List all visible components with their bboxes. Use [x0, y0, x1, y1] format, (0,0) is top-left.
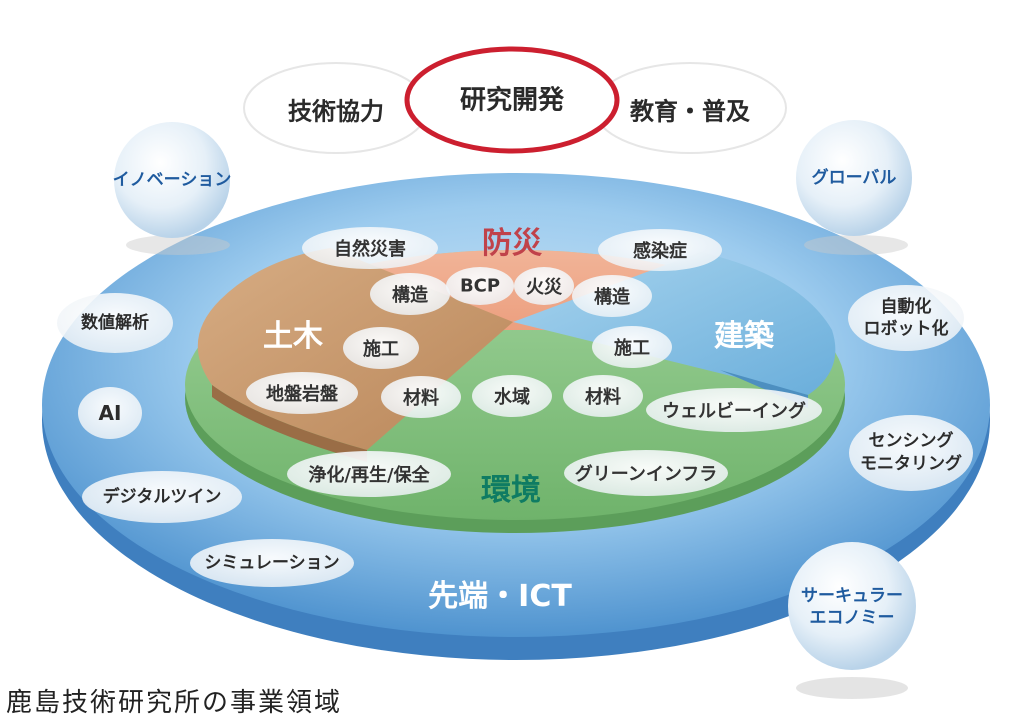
purification-bubble	[287, 451, 451, 497]
green-infra-bubble	[564, 450, 728, 496]
environment-title: 環境	[481, 473, 541, 508]
civil-material-label: 材料	[403, 388, 439, 409]
digital-twin-bubble	[82, 471, 242, 523]
arch-structure-bubble	[572, 275, 652, 317]
natural-disaster-bubble	[302, 227, 438, 269]
ai-bubble	[78, 387, 142, 439]
infection-bubble	[598, 229, 722, 271]
ai-label: AI	[98, 401, 122, 425]
arch-construction-bubble	[592, 326, 672, 368]
infection-label: 感染症	[633, 241, 687, 262]
circular-economy-label-2: エコノミー	[809, 608, 895, 628]
education-label: 教育・普及	[630, 97, 750, 126]
arch-material-bubble	[563, 375, 643, 417]
civil-material-bubble	[381, 376, 461, 418]
automation-label-2: ロボット化	[863, 319, 949, 339]
circular-economy-sphere	[788, 542, 916, 670]
wellbeing-label: ウェルビーイング	[662, 401, 806, 422]
digital-twin-label: デジタルツイン	[102, 487, 222, 507]
fire-bubble	[514, 267, 574, 305]
innovation-label: イノベーション	[112, 170, 232, 190]
global-label: グローバル	[811, 168, 897, 188]
technical-cooperation-label: 技術協力	[288, 97, 384, 126]
arch-construction-label: 施工	[614, 338, 650, 359]
innovation-sphere	[114, 122, 230, 238]
disaster-title: 防災	[482, 226, 542, 261]
green-infra-label: グリーンインフラ	[574, 464, 718, 485]
purification-label: 浄化/再生/保全	[308, 465, 430, 486]
diagram-caption: 鹿島技術研究所の事業領域	[6, 688, 343, 718]
research-development-label: 研究開発	[459, 85, 565, 116]
water-area-bubble	[472, 375, 552, 417]
wellbeing-bubble	[646, 388, 822, 432]
arch-material-label: 材料	[585, 387, 621, 408]
civil-title: 土木	[263, 319, 323, 354]
global-sphere	[796, 120, 912, 236]
natural-disaster-label: 自然災害	[334, 239, 406, 260]
bcp-bubble	[446, 267, 514, 305]
architecture-sector	[513, 252, 836, 395]
civil-construction-bubble	[343, 327, 419, 369]
fire-label: 火災	[526, 277, 562, 298]
sensing-bubble	[849, 415, 973, 491]
simulation-bubble	[190, 539, 354, 587]
architecture-title: 建築	[714, 319, 774, 354]
numerical-analysis-bubble	[57, 293, 173, 353]
numerical-analysis-label: 数値解析	[81, 313, 149, 333]
simulation-label: シミュレーション	[204, 553, 340, 573]
ground-rock-bubble	[246, 372, 358, 414]
civil-construction-label: 施工	[363, 339, 399, 360]
bcp-label: BCP	[459, 275, 501, 297]
civil-structure-label: 構造	[392, 285, 428, 306]
water-area-label: 水域	[494, 387, 530, 408]
sensing-label-1: センシング	[868, 431, 954, 451]
automation-label-1: 自動化	[880, 297, 932, 317]
automation-bubble	[848, 285, 964, 351]
advanced-ict-label: 先端・ICT	[428, 579, 572, 614]
arch-structure-label: 構造	[594, 287, 630, 308]
civil-structure-bubble	[370, 273, 450, 315]
ground-rock-label: 地盤岩盤	[266, 384, 338, 405]
circular-economy-label-1: サーキュラー	[801, 586, 903, 606]
civil-sector-edge	[212, 385, 367, 462]
sensing-label-2: モニタリング	[860, 454, 962, 474]
research-development-oval	[404, 46, 620, 154]
